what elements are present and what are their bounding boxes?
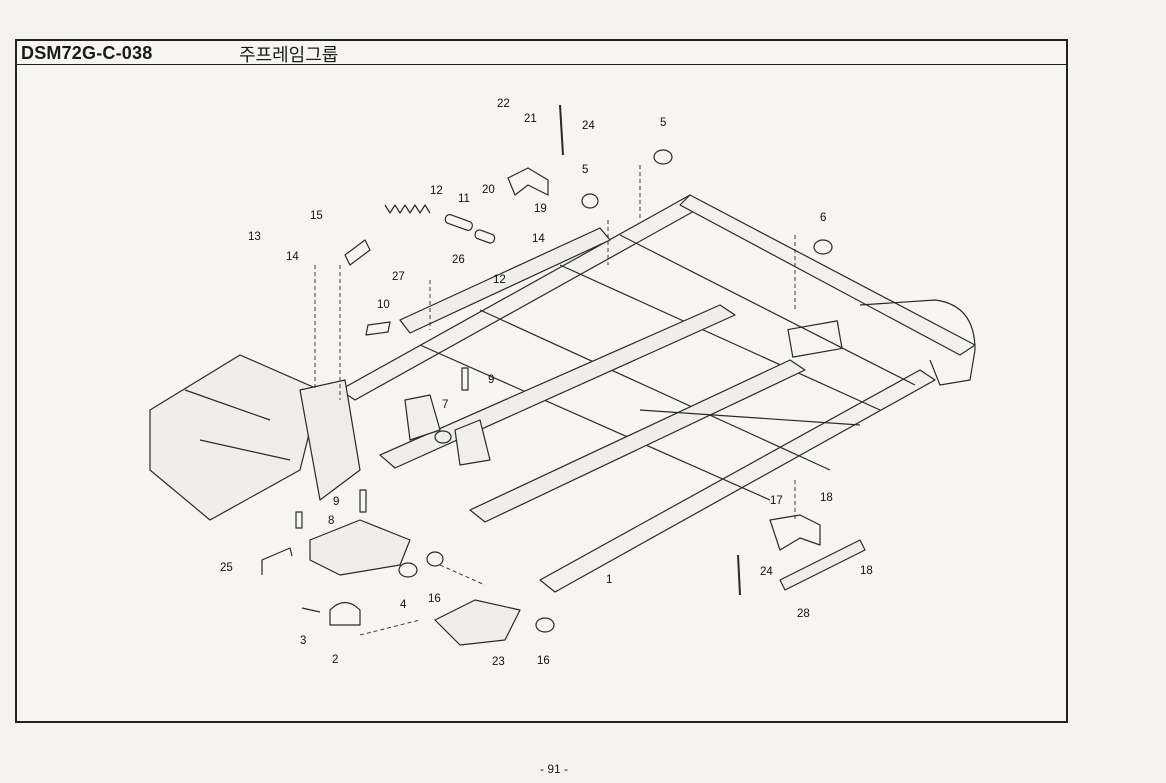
cross-tube [639, 409, 861, 426]
center-beam [379, 304, 736, 469]
assembly-guide-lines [314, 165, 796, 636]
page-frame: DSM72G-C-038 주프레임그룹 [15, 39, 1068, 723]
frame-seat-mounts [404, 394, 441, 441]
bushing-5-top [653, 149, 673, 165]
bushing-16-upper [426, 551, 444, 567]
callout-17: 17 [770, 495, 783, 507]
rear-side-rail [539, 369, 936, 593]
bushing-16-lower [535, 617, 555, 633]
bushing-7 [434, 430, 452, 444]
front-mount-box [149, 354, 321, 521]
callout-1: 1 [606, 574, 612, 586]
callout-23: 23 [492, 656, 505, 668]
callout-22: 22 [497, 98, 510, 110]
callout-19: 19 [534, 203, 547, 215]
callout-9-lower: 9 [333, 496, 339, 508]
bolt-3 [301, 607, 321, 613]
callout-13: 13 [248, 231, 261, 243]
hook-25 [261, 547, 293, 575]
frame-seat-mounts [454, 419, 491, 466]
tension-spring [384, 204, 431, 214]
cross-member [619, 234, 916, 386]
callout-8: 8 [328, 515, 334, 527]
callout-26: 26 [452, 254, 465, 266]
mount-brace [184, 389, 271, 421]
pin-9-lower [359, 489, 367, 513]
top-rail [679, 194, 976, 356]
rear-axle-support [434, 599, 521, 646]
plate-26 [399, 227, 611, 334]
callout-12-top: 12 [430, 185, 443, 197]
rod-11 [444, 213, 473, 231]
callout-14-right: 14 [532, 233, 545, 245]
floor-plate-cutout [787, 320, 843, 358]
callout-4: 4 [400, 599, 407, 611]
mount-brace [199, 439, 291, 461]
pin-9-upper [461, 367, 469, 391]
callout-11: 11 [458, 193, 470, 205]
clamp-2 [329, 601, 361, 626]
callout-25: 25 [220, 562, 233, 574]
cable-tie-24-top [559, 104, 564, 156]
bushing-6 [813, 239, 833, 255]
shim-10 [365, 321, 391, 336]
rear-bumper-loop [859, 299, 976, 386]
callout-27: 27 [392, 271, 405, 283]
diagram-title: 주프레임그룹 [239, 45, 339, 66]
rod-end [474, 229, 496, 244]
callout-12-bottom: 12 [493, 274, 506, 286]
callout-18-lower: 18 [860, 565, 873, 577]
bushing-5-mid [581, 193, 599, 209]
callout-18-upper: 18 [820, 492, 833, 504]
callout-labels: 1 2 3 4 5 5 6 7 8 9 9 10 11 12 12 13 14 … [220, 98, 873, 668]
cross-member [419, 344, 771, 501]
cable-tie-24-bottom [737, 554, 741, 596]
callout-28: 28 [797, 608, 810, 620]
callout-2: 2 [332, 654, 338, 666]
callout-3: 3 [300, 635, 306, 647]
lever-bracket [344, 239, 371, 266]
bar-28 [779, 539, 866, 591]
bushing-4 [398, 562, 418, 578]
callout-21: 21 [524, 113, 537, 125]
callout-24-top: 24 [582, 120, 595, 132]
diagram-code: DSM72G-C-038 [21, 43, 153, 63]
callout-20: 20 [482, 184, 495, 196]
callout-5-top: 5 [660, 117, 666, 129]
pin-8 [295, 511, 303, 529]
page-number: - 91 - [540, 762, 569, 776]
bracket-19 [507, 167, 549, 196]
callout-24-bottom: 24 [760, 566, 773, 578]
main-frame-drawing [149, 104, 976, 646]
callout-6: 6 [820, 212, 826, 224]
header-band: DSM72G-C-038 주프레임그룹 [17, 41, 1066, 66]
callout-9-upper: 9 [488, 374, 494, 386]
bracket-17 [769, 514, 821, 551]
callout-5-mid: 5 [582, 164, 588, 176]
callout-14-left: 14 [286, 251, 299, 263]
callout-15: 15 [310, 210, 323, 222]
front-side-rail [339, 194, 706, 401]
callout-16-lower: 16 [537, 655, 550, 667]
lower-beam [469, 359, 806, 523]
front-axle-support [309, 519, 411, 576]
cross-member [559, 264, 881, 411]
front-bracket [299, 379, 361, 501]
callout-16-upper: 16 [428, 593, 441, 605]
cross-member [479, 309, 831, 471]
callout-10: 10 [377, 299, 390, 311]
callout-7: 7 [442, 399, 448, 411]
